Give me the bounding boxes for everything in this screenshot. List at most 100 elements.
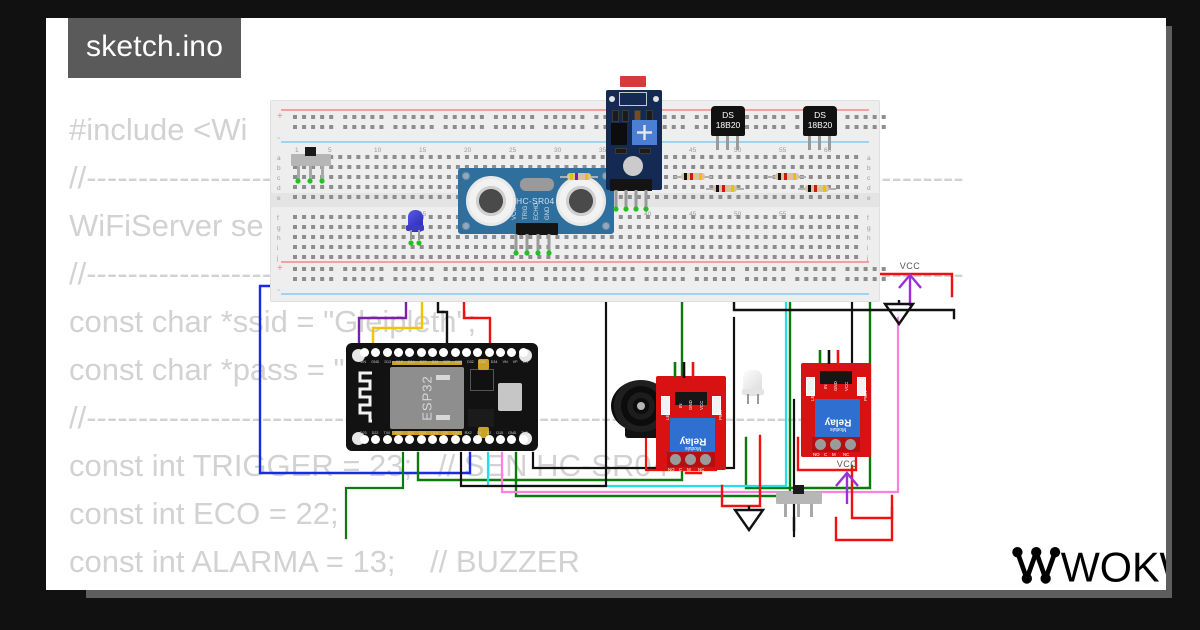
relay-module-1[interactable]: LED1 PWR IN GND VCC Relay Module NO C M … bbox=[656, 376, 726, 472]
relay2-pin-in: IN bbox=[823, 384, 828, 389]
gnd-symbol-bottom[interactable] bbox=[732, 506, 766, 533]
resistor-smd bbox=[615, 148, 627, 154]
relay2-terminal-c: C bbox=[824, 452, 828, 457]
switch-body bbox=[776, 492, 822, 504]
pin-label-gnd: GND bbox=[545, 206, 551, 220]
vcc-symbol-bottom[interactable]: VCC bbox=[830, 459, 864, 504]
ds18b20-sensor-2[interactable]: DS 18B20 bbox=[803, 106, 837, 150]
power-rail-negative-top bbox=[281, 141, 869, 143]
mount-hole bbox=[462, 222, 470, 230]
resistor-4[interactable] bbox=[768, 173, 806, 180]
relay1-pin-vcc: VCC bbox=[699, 400, 704, 410]
slide-switch-bottom[interactable] bbox=[776, 485, 822, 517]
relay-module-2[interactable]: LED1 PWR IN GND VCC Relay Module NO C M … bbox=[801, 363, 871, 457]
esp32-header-bottom[interactable] bbox=[360, 435, 528, 446]
bb-col-num: 5 bbox=[328, 147, 332, 154]
bb-col-num: 45 bbox=[689, 147, 697, 154]
resistor-1[interactable] bbox=[560, 173, 598, 180]
relay2-screw-terminal[interactable] bbox=[812, 437, 860, 452]
power-led-slot bbox=[712, 396, 721, 415]
ds18b20-sensor-1[interactable]: DS 18B20 bbox=[711, 106, 745, 150]
pin-label: D15 bbox=[496, 431, 504, 435]
resistor-smd bbox=[639, 148, 651, 154]
resistor-3[interactable] bbox=[706, 185, 744, 192]
ultrasonic-receiver bbox=[556, 176, 606, 226]
power-led-slot bbox=[857, 377, 866, 396]
bb-row-letter: h bbox=[277, 235, 281, 242]
relay2-terminal-m: M bbox=[832, 452, 836, 457]
rail-plus-label-top: + bbox=[277, 111, 283, 122]
ds18b20-legs bbox=[716, 136, 740, 150]
relay2-terminal-nc: NC bbox=[843, 452, 850, 457]
resistor-smd bbox=[622, 110, 629, 122]
circuit-diagram[interactable]: + - + - 1 5 10 15 20 25 30 35 40 45 50 5… bbox=[46, 18, 1166, 590]
file-tab-sketch-ino[interactable]: sketch.ino bbox=[68, 18, 242, 78]
usb-connector[interactable] bbox=[498, 383, 522, 411]
pin-label: TX0 bbox=[383, 431, 391, 435]
led-white[interactable] bbox=[742, 370, 764, 404]
relay2-coil-block: Relay Module bbox=[815, 399, 860, 444]
bb-col-num: 10 bbox=[374, 147, 382, 154]
esp32-pin-labels-bottom: D23 D22 TX0 RX0 D21 D19 D18 D5 TX2 RX2 D… bbox=[360, 431, 528, 435]
bb-col-num: 45 bbox=[689, 211, 697, 218]
flame-sensor-pin-header bbox=[610, 179, 652, 191]
oscillator-can bbox=[520, 178, 554, 191]
pin-label: RX2 bbox=[464, 431, 472, 435]
bb-col-num: 60 bbox=[824, 147, 832, 154]
boot-button[interactable] bbox=[478, 359, 489, 370]
resistor-2[interactable] bbox=[674, 173, 712, 180]
led-blue[interactable] bbox=[406, 210, 424, 240]
pin-label: D12 bbox=[396, 360, 403, 364]
pin-label: D32 bbox=[467, 360, 474, 364]
hcsr04-ultrasonic-sensor[interactable]: HC-SR04 VCC TRIG ECHO GND bbox=[458, 168, 614, 235]
wokwi-wordmark: WOKWi bbox=[1012, 544, 1166, 590]
relay1-screw-terminal[interactable] bbox=[667, 452, 715, 467]
pin-label: VIN bbox=[360, 360, 366, 364]
flame-sensor-module[interactable] bbox=[606, 76, 662, 191]
bb-row-letter: a bbox=[277, 155, 281, 162]
gnd-symbol-right[interactable] bbox=[882, 300, 916, 327]
pin-label: D22 bbox=[371, 431, 379, 435]
sensor-probe-header bbox=[619, 92, 647, 106]
pin-label: D2 bbox=[486, 431, 492, 435]
pin-label: D5 bbox=[442, 431, 448, 435]
diagram-canvas[interactable]: #include <Wi //-------------------------… bbox=[46, 18, 1166, 590]
bb-row-letter: h bbox=[867, 235, 871, 242]
relay1-pin-header[interactable] bbox=[675, 392, 707, 405]
esp32-devkit-board[interactable]: ESP32 VIN GND D13 D12 D14 bbox=[346, 343, 538, 451]
pin-label: D19 bbox=[419, 431, 426, 435]
slide-switch-top[interactable] bbox=[291, 147, 331, 179]
rail-minus-label-bottom: - bbox=[277, 285, 281, 296]
relay2-sublabel: Module bbox=[829, 425, 846, 432]
pin-label: D34 bbox=[490, 360, 498, 364]
enable-button[interactable] bbox=[478, 427, 489, 438]
switch-lever[interactable] bbox=[305, 147, 316, 156]
ds18b20-line2: 18B20 bbox=[715, 120, 741, 130]
led-rim bbox=[406, 225, 424, 231]
bb-col-num: 55 bbox=[779, 211, 787, 218]
esp32-header-top[interactable] bbox=[360, 348, 528, 359]
resistor-smd bbox=[612, 110, 619, 122]
resistor-5[interactable] bbox=[798, 185, 836, 192]
vcc-symbol-right[interactable]: VCC bbox=[893, 261, 927, 306]
bb-col-num: 35 bbox=[599, 147, 607, 154]
wifi-antenna-trace bbox=[358, 371, 372, 423]
relay2-pwr-label: PWR bbox=[862, 390, 868, 401]
electrolytic-capacitor bbox=[623, 156, 643, 176]
pin-label-trig: TRIG bbox=[523, 205, 529, 220]
esp32-pin-labels-top: VIN GND D13 D12 D14 D27 D26 D25 D33 D32 … bbox=[360, 360, 528, 364]
pin-label: D4 bbox=[476, 431, 482, 435]
relay2-pin-header[interactable] bbox=[820, 371, 852, 384]
bb-row-letter: g bbox=[867, 225, 871, 232]
switch-lever[interactable] bbox=[793, 485, 804, 494]
relay2-terminal-no: NO bbox=[813, 452, 820, 457]
esp32-module: ESP32 bbox=[390, 367, 464, 429]
relay2-pin-gnd: GND bbox=[833, 381, 838, 391]
bb-row-letter: b bbox=[867, 165, 871, 172]
led-blue-contacts bbox=[408, 240, 422, 246]
voltage-regulator bbox=[468, 409, 494, 427]
pin-label: D25 bbox=[443, 360, 451, 364]
ds18b20-line1: DS bbox=[814, 110, 826, 120]
pin-label: VP bbox=[512, 360, 518, 364]
